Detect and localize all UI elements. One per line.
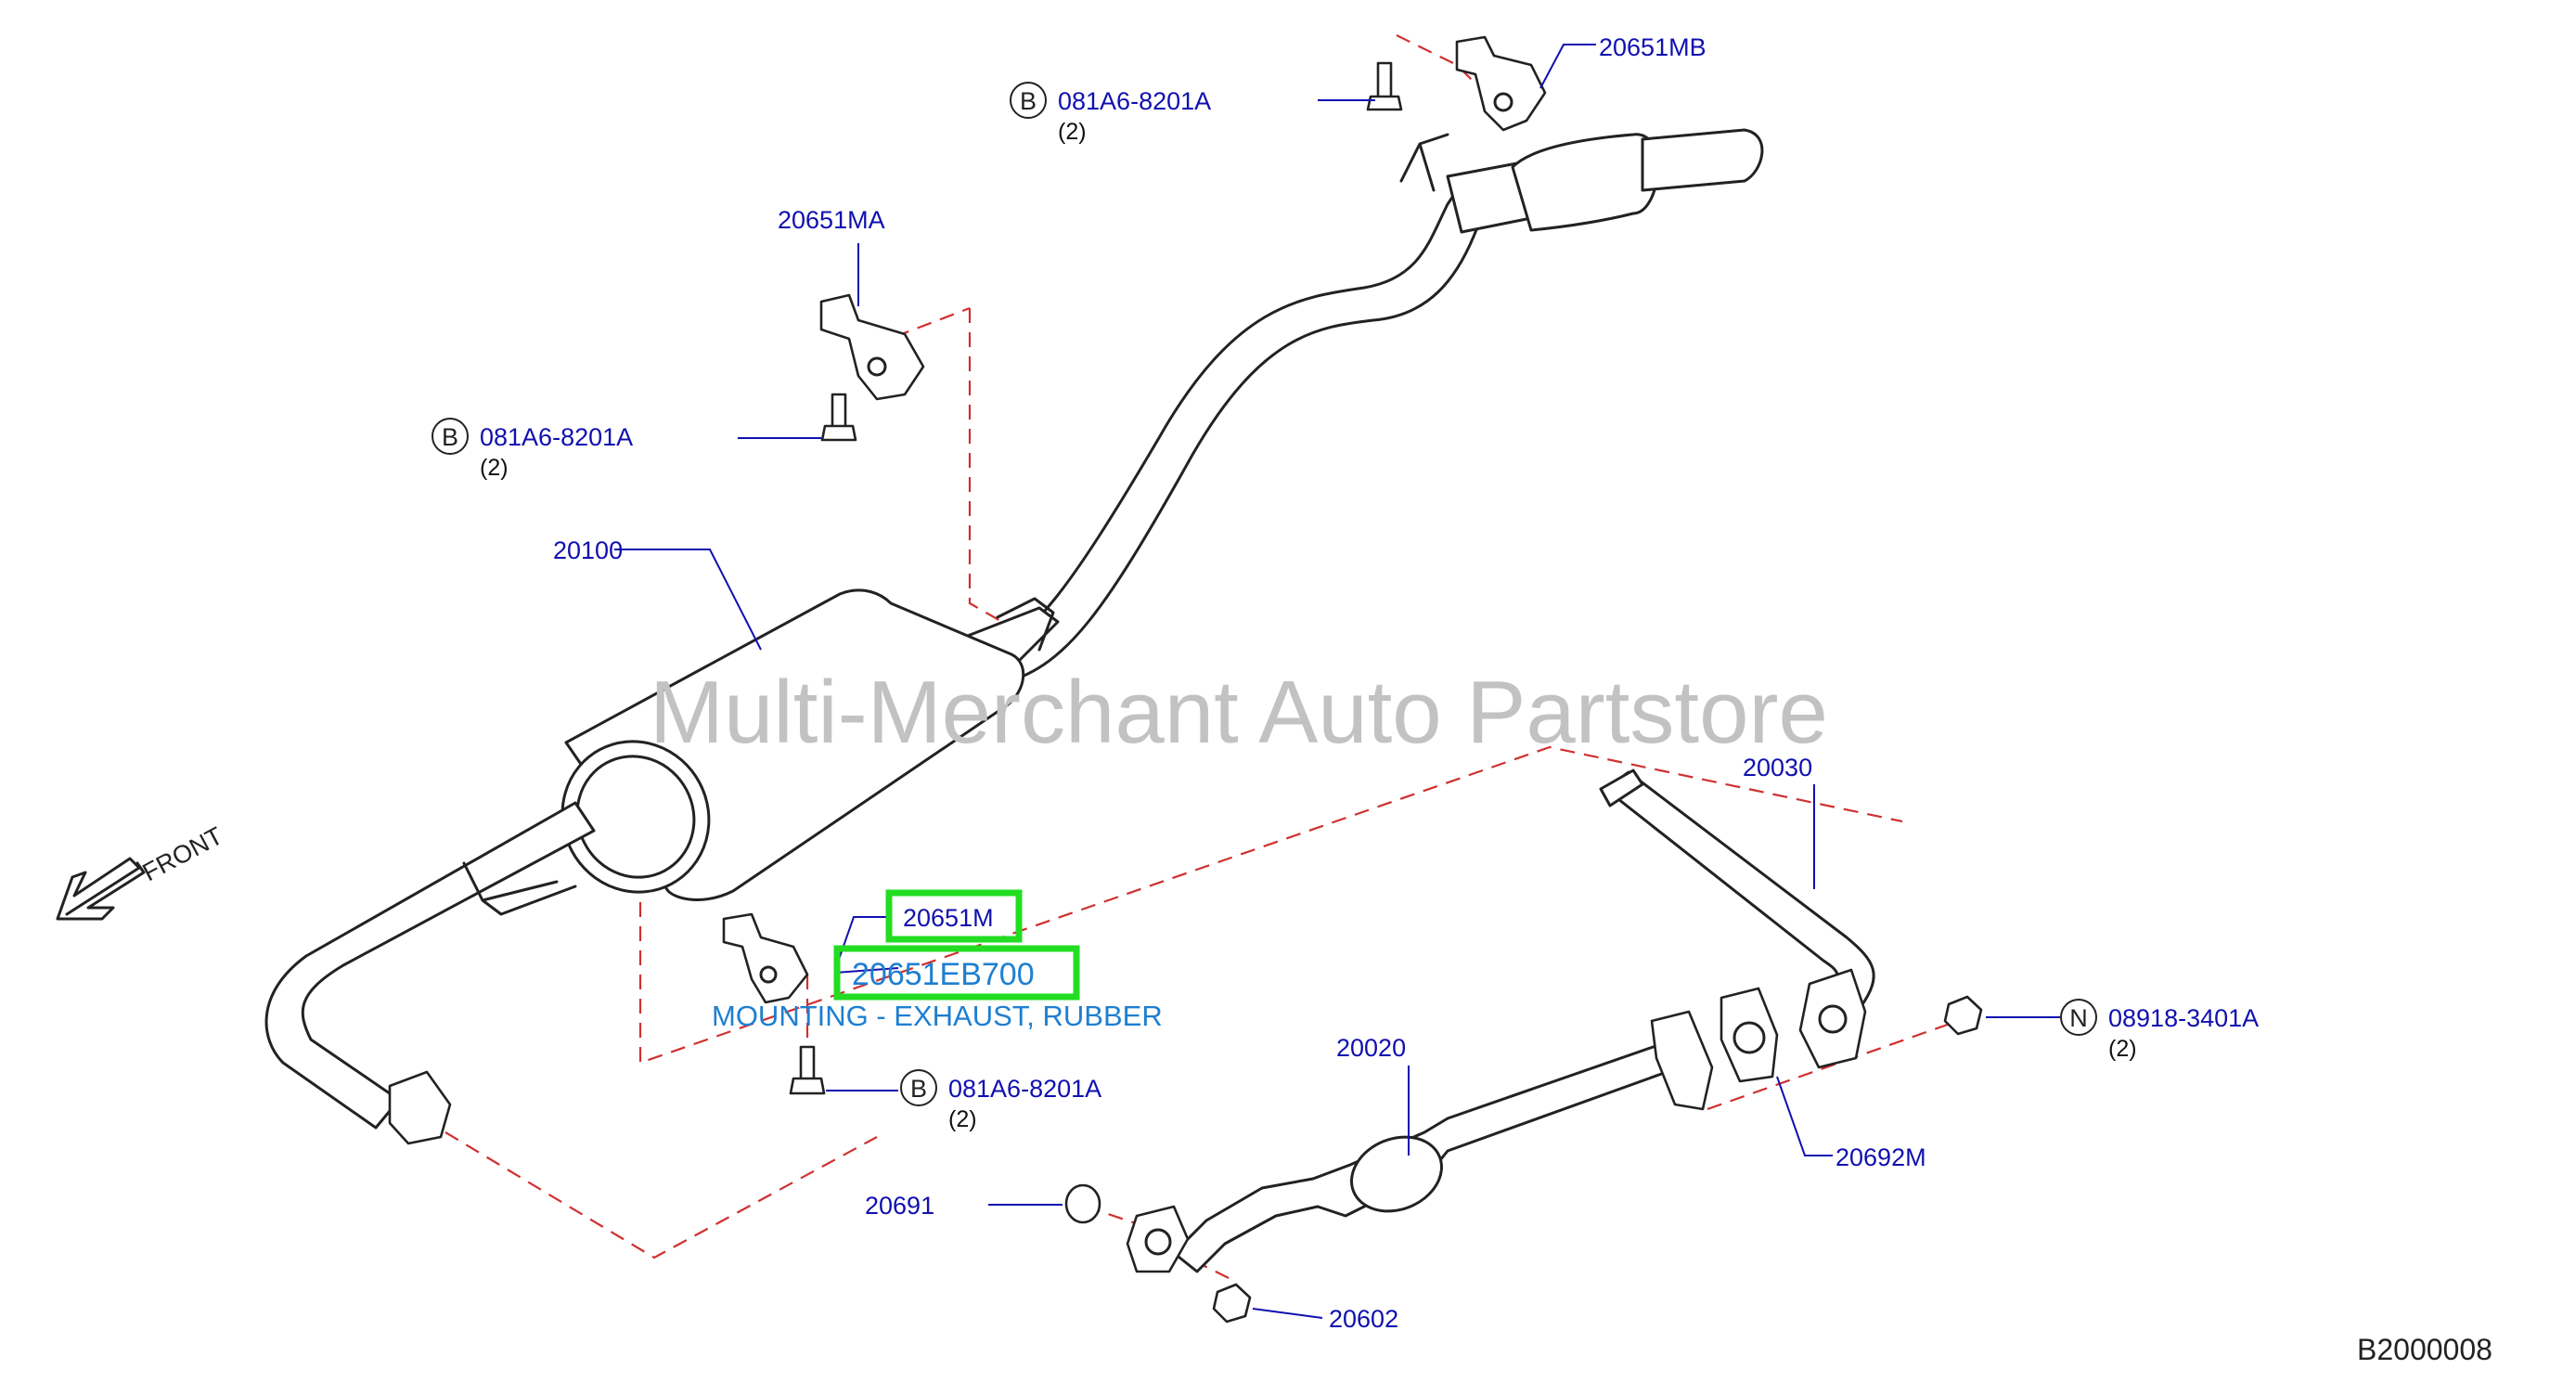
fastener-callout-top[interactable]: B 081A6-8201A (2)	[1010, 82, 1211, 145]
dashed-guide-ma	[968, 308, 1003, 623]
tail-pipe-assembly	[986, 128, 1764, 684]
catalyst-body	[1350, 1135, 1443, 1213]
callout-20691[interactable]: 20691	[865, 1192, 934, 1220]
fastener-part: 081A6-8201A	[1058, 87, 1211, 115]
tail-finisher	[1641, 128, 1764, 192]
callout-20020[interactable]: 20020	[1336, 1034, 1406, 1062]
fastener-callout-nut[interactable]: N 08918-3401A (2)	[2060, 999, 2259, 1062]
watermark-text: Multi-Merchant Auto Partstore	[650, 663, 1828, 762]
center-tube-flange	[1798, 968, 1867, 1069]
tail-resonator	[1511, 133, 1659, 232]
callout-20100[interactable]: 20100	[553, 536, 623, 564]
callout-labels: 20651MB 20651MA 20100 20030 20020 20692M…	[553, 33, 1926, 1333]
hanger-20651m	[722, 912, 809, 1004]
fastener-part: 081A6-8201A	[948, 1075, 1101, 1103]
leader-20602	[1252, 1308, 1323, 1319]
fastener-callout-low[interactable]: B 081A6-8201A (2)	[900, 1069, 1101, 1132]
muffler-hanger-rod	[996, 597, 1055, 652]
dashed-guide-front	[1150, 1238, 1235, 1282]
hangers	[722, 35, 1547, 1004]
leader-20692m	[1776, 1076, 1833, 1156]
circle-letter-icon	[900, 1069, 937, 1106]
circle-letter-icon	[2060, 999, 2097, 1036]
highlight-20651m[interactable]: 20651M	[885, 889, 1023, 943]
hanger-20651ma	[819, 293, 925, 401]
center-flange-bore	[1818, 1004, 1848, 1034]
callout-20651mb[interactable]: 20651MB	[1599, 33, 1707, 61]
diagram-code: B2000008	[2357, 1333, 2492, 1366]
highlight-box	[833, 945, 1080, 1001]
fastener-qty: (2)	[480, 455, 509, 481]
nut-08918-drawing	[1943, 995, 1983, 1036]
fastener-part: 08918-3401A	[2108, 1004, 2259, 1032]
inlet-hanger-rod	[462, 861, 577, 916]
front-tube-drawing	[1126, 1010, 1714, 1273]
leader-lines	[614, 44, 2060, 1319]
fastener-qty: (2)	[1058, 119, 1087, 145]
rear-flange	[388, 1070, 452, 1145]
fastener-qty: (2)	[2108, 1036, 2137, 1062]
leader-20651mb	[1539, 44, 1596, 89]
highlight-description: MOUNTING - EXHAUST, RUBBER	[712, 1000, 1163, 1032]
leader-highlight	[834, 967, 899, 974]
nut-20602-drawing	[1212, 1283, 1252, 1324]
fastener-letter: B	[442, 423, 458, 451]
manifold-flange-bore	[1144, 1228, 1172, 1256]
muffler-inlet-pipe	[264, 801, 596, 1130]
fastener-qty: (2)	[948, 1106, 977, 1132]
center-tube-end	[1599, 768, 1644, 807]
bolt-low-drawing	[789, 1045, 826, 1095]
seal-ring-drawing	[1064, 1183, 1101, 1224]
center-tube-drawing	[1599, 768, 1875, 1069]
dashed-guide-ma-top	[871, 306, 971, 347]
tail-pipe	[986, 188, 1491, 684]
leader-20100	[614, 549, 762, 651]
arrow-front-icon: FRONT	[56, 821, 227, 921]
leader-20651m	[834, 916, 891, 971]
circle-letter-icon	[431, 418, 469, 455]
callout-20602[interactable]: 20602	[1329, 1305, 1398, 1333]
fastener-letter: B	[1020, 87, 1037, 115]
callout-20692m[interactable]: 20692M	[1835, 1143, 1926, 1171]
callout-20030[interactable]: 20030	[1743, 754, 1812, 781]
highlight-part-20651eb700[interactable]: 20651EB700	[833, 945, 1080, 1001]
highlight-box	[885, 889, 1023, 943]
manifold-flange	[1126, 1205, 1190, 1273]
dashed-guides	[444, 34, 1959, 1282]
hanger-20651mb	[1455, 35, 1547, 132]
dashed-guide-center	[638, 745, 1903, 1065]
main-muffler-drawing	[264, 588, 1060, 1145]
dashed-guide-rear	[444, 1131, 878, 1259]
bolt-mid-drawing	[820, 393, 857, 442]
tail-hanger-rod	[1399, 133, 1449, 192]
front-tube-flange	[1650, 1010, 1714, 1111]
fastener-callout-mid[interactable]: B 081A6-8201A (2)	[431, 418, 633, 481]
gasket-20692m-drawing	[1719, 987, 1779, 1083]
muffler-end-rim	[575, 755, 696, 879]
highlight-part-number: 20651EB700	[852, 957, 1035, 992]
fastener-part: 081A6-8201A	[480, 423, 633, 451]
fastener-letter: N	[2069, 1004, 2088, 1032]
front-label: FRONT	[138, 821, 227, 886]
circle-letter-icon	[1010, 82, 1047, 119]
muffler-end-cap	[560, 740, 711, 894]
callout-20651ma[interactable]: 20651MA	[778, 206, 885, 234]
bolt-top-drawing	[1366, 61, 1403, 111]
fastener-letter: B	[910, 1075, 927, 1103]
fasteners	[789, 61, 1983, 1324]
callout-20651m: 20651M	[903, 904, 994, 932]
